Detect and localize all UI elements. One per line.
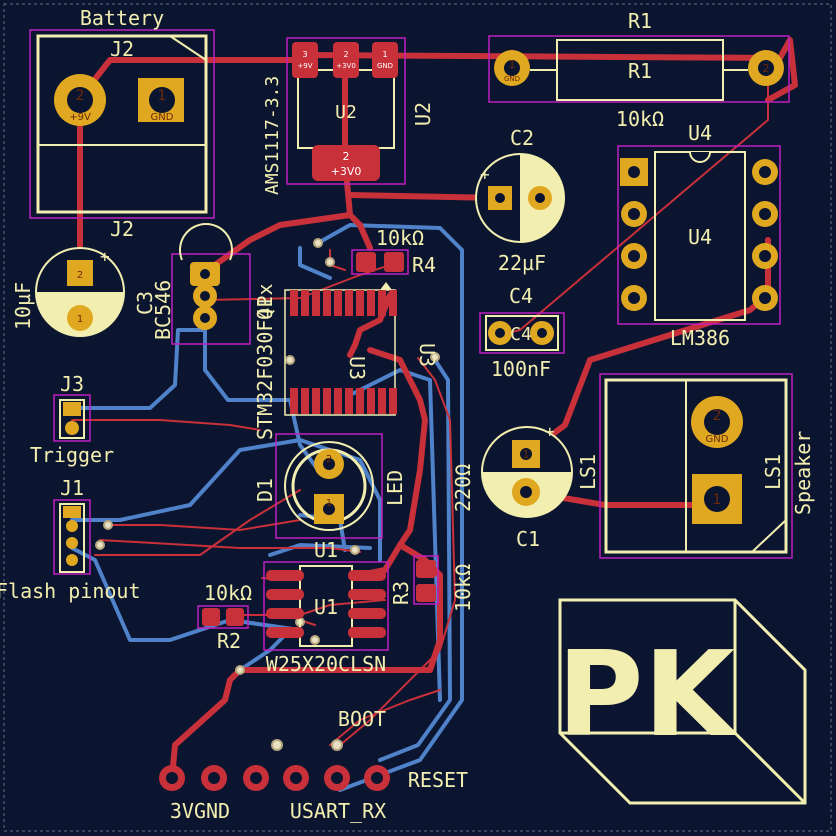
d1-value-label: LED (383, 470, 407, 506)
u3-value-label: STM32F030F4Px (253, 283, 277, 440)
c3-pad-1-number: 1 (77, 314, 83, 325)
r2-ref-label: R2 (217, 629, 241, 653)
u1-value-label: W25X20CLSN (266, 652, 386, 676)
u2-body-label: U2 (335, 102, 357, 123)
u1-flash-chip (263, 561, 389, 651)
c3-polarity-mark: + (100, 247, 110, 266)
boot-label: BOOT (338, 707, 386, 731)
j3-value-label: Trigger (30, 443, 114, 467)
d1-ref-label: D1 (253, 478, 277, 502)
j2-pad-1-net: GND (151, 112, 174, 123)
ls1-pad-2-net: GND (706, 434, 729, 445)
j2-value-label: Battery (80, 6, 164, 30)
pk-logo-text: PK (557, 625, 739, 763)
ls1-ref-label: LS1 (576, 454, 600, 490)
c1-pad-1-number: 1 (523, 448, 530, 461)
u2-pad-1-number: 1 (382, 50, 387, 59)
c4-body-label: C4 (510, 324, 532, 345)
j2-pad-1-number: 1 (158, 88, 167, 104)
u2-pad-2-number: 2 (343, 50, 348, 59)
r1-pad-1-number: 1 (509, 58, 516, 71)
r2-resistor (197, 605, 249, 629)
u3-ref-label: U3 (415, 343, 439, 367)
vias (95, 238, 440, 751)
r4-resistor (351, 249, 409, 275)
q1-ref-label: Q1 (253, 296, 277, 320)
u2-value-label: AMS1117-3.3 (262, 76, 283, 195)
c3-value-label: 10µF (11, 282, 35, 330)
u2-pad-3-net: +9V (297, 62, 312, 70)
j1-flash-connector (53, 499, 91, 575)
ls1-body-label: LS1 (761, 454, 785, 490)
j2-pad-2-number: 2 (76, 88, 85, 104)
header-3v-gnd-label: 3VGND (170, 799, 230, 823)
c2-polarity-mark: + (480, 165, 490, 184)
board-edge-outline (3, 3, 832, 832)
u4-ref-label: U4 (688, 121, 712, 145)
q1-value-label: BC546 (151, 280, 175, 340)
pk-logo (558, 598, 807, 805)
c3-capacitor (35, 247, 125, 337)
u2-ref-label: U2 (411, 102, 435, 126)
c4-ref-label: C4 (509, 284, 533, 308)
c2-value-label: 22µF (498, 251, 546, 275)
u1-ref-label: U1 (314, 538, 338, 562)
c2-capacitor (475, 153, 565, 243)
reset-label: RESET (408, 768, 468, 792)
c4-capacitor (479, 312, 565, 354)
c3-pad-2-number: 2 (77, 270, 83, 281)
c3-ref-label: C3 (133, 291, 157, 315)
c1-capacitor (481, 426, 573, 518)
ls1-pad-2-number: 2 (713, 408, 722, 424)
j1-value-label: Flash pinout (0, 579, 141, 603)
u2-pad-2-net: +3V0 (336, 62, 356, 70)
u3-microcontroller (284, 282, 397, 416)
r3-value2-label: 10kΩ (451, 564, 475, 612)
d1-pad-2-number: 2 (326, 454, 332, 465)
j3-ref-label: J3 (60, 372, 84, 396)
bottom-header (159, 765, 390, 791)
r1-pad-1-net: GND (504, 75, 520, 83)
ls1-speaker-connector (599, 373, 793, 559)
u3-body-label: U3 (345, 356, 369, 380)
u4-amplifier (617, 145, 781, 325)
j2-ref-label: J2 (110, 217, 134, 241)
r4-value-label: 10kΩ (376, 226, 424, 250)
u2-tab-net: +3V0 (331, 165, 362, 178)
c2-ref-label: C2 (510, 126, 534, 150)
c1-polarity-mark: + (545, 422, 555, 441)
r4-ref-label: R4 (412, 253, 436, 277)
ls1-pad-1-number: 1 (713, 492, 722, 508)
d1-pad-1-number: 1 (326, 498, 332, 509)
r1-pad-2-number: 2 (763, 62, 770, 75)
j2-battery-connector (29, 29, 215, 219)
j2-pad-2-net: +9V (69, 112, 91, 123)
u2-pad-1-net: GND (377, 62, 393, 70)
c4-value-label: 100nF (491, 357, 551, 381)
r3-resistor (413, 555, 439, 605)
r1-ref-label: R1 (628, 9, 652, 33)
header-usart-rx-label: USART_RX (290, 799, 386, 823)
u2-tab-number: 2 (343, 150, 350, 163)
u4-body-label: U4 (688, 225, 712, 249)
r2-value-label: 10kΩ (204, 581, 252, 605)
u2-pad-3-number: 3 (302, 50, 307, 59)
c1-ref-label: C1 (516, 527, 540, 551)
u1-body-label: U1 (314, 595, 338, 619)
r1-body-label: R1 (628, 59, 652, 83)
ls1-value-label: Speaker (791, 431, 815, 515)
u4-value-label: LM386 (670, 326, 730, 350)
r1-resistor (488, 35, 790, 103)
r3-value-label: 220Ω (451, 464, 475, 512)
j1-ref-label: J1 (60, 476, 84, 500)
j2-ref-label-top: J2 (110, 37, 134, 61)
u2-regulator (286, 37, 406, 185)
r3-ref-label: R3 (389, 581, 413, 605)
d1-led (275, 433, 383, 539)
q1-transistor (171, 223, 251, 345)
j3-trigger-connector (53, 394, 91, 442)
r1-value-label: 10kΩ (616, 107, 664, 131)
